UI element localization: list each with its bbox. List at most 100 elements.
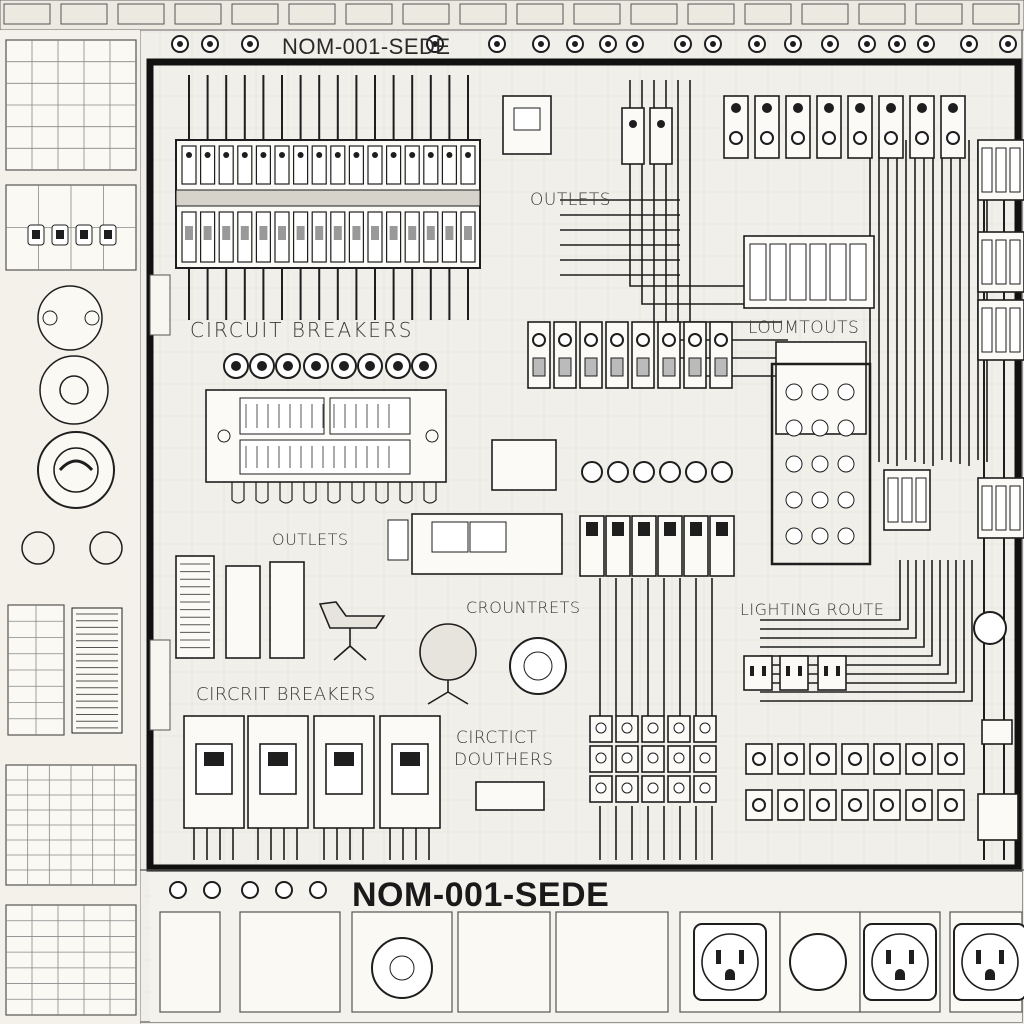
- round-outlet-icon: [39, 355, 109, 425]
- receptacle-icon: [873, 743, 901, 775]
- terminal-block: [553, 321, 577, 389]
- lamp-socket-icon: [785, 527, 803, 545]
- wall-outlet-icon: [693, 923, 767, 1001]
- label-counters: CROUNTRETS: [466, 598, 581, 617]
- floor-outlet-icon: [37, 431, 115, 509]
- outlet-icon: [89, 531, 123, 565]
- left-panel-schedule: [5, 904, 137, 1016]
- small-box: [981, 719, 1013, 745]
- terminal-screw-icon: [169, 881, 187, 899]
- floor-outlet-icon: [509, 637, 567, 695]
- terminal-screw-icon: [241, 881, 259, 899]
- breaker-icon: [367, 145, 383, 185]
- main-breaker-bank: [175, 75, 481, 320]
- legend-cell: [457, 911, 551, 1013]
- legend-cell: [555, 911, 669, 1013]
- vent-panel: [175, 555, 215, 659]
- breaker-icon: [386, 145, 402, 185]
- connector-block: [816, 95, 842, 159]
- chair-icon: [318, 601, 386, 629]
- duplex-outlet-icon: [743, 655, 773, 691]
- breaker-icon: [460, 145, 476, 185]
- lamp-socket-icon: [811, 383, 829, 401]
- terminal-block: [631, 321, 655, 389]
- floor-outlet-icon: [371, 937, 433, 999]
- connector-block: [785, 95, 811, 159]
- lamp-socket-icon: [837, 383, 855, 401]
- round-chair-icon: [419, 623, 477, 681]
- label-lighting-outlets: LOUMTOUTS: [748, 318, 860, 338]
- lamp-socket-icon: [811, 419, 829, 437]
- ground-icon: [973, 611, 1007, 645]
- terminal-screw-icon: [275, 881, 293, 899]
- legend-cell: [159, 911, 221, 1013]
- receptacle-icon: [777, 743, 805, 775]
- wall-outlet-icon: [953, 923, 1024, 1001]
- small-box: [977, 793, 1019, 841]
- label-contact-2: DOUTHERS: [454, 750, 554, 770]
- label-lighting-route: LIGHTING ROUTE: [740, 600, 885, 619]
- duplex-outlet-icon: [779, 655, 809, 691]
- lamp-socket-icon: [837, 491, 855, 509]
- fuse-cap-icon: [659, 461, 681, 483]
- lamp-socket-icon: [785, 491, 803, 509]
- receptacle-icon: [873, 789, 901, 821]
- title-top: NOM-001-SEDE: [282, 34, 451, 59]
- fuse-cap-icon: [685, 461, 707, 483]
- breaker-icon: [218, 145, 234, 185]
- terminal-screw-icon: [309, 881, 327, 899]
- breaker-icon: [348, 145, 364, 185]
- terminal-block: [527, 321, 551, 389]
- breaker-module: [631, 515, 657, 577]
- duplex-outlet-icon: [817, 655, 847, 691]
- left-schedule-table: [5, 39, 137, 171]
- breaker-icon: [404, 145, 420, 185]
- fuse-cap-icon: [711, 461, 733, 483]
- breaker-icon: [200, 145, 216, 185]
- left-switch-panel: [5, 184, 137, 271]
- lamp-socket-icon: [785, 419, 803, 437]
- label-circuit-breakers-top: CIRCUIT BREAKERS: [190, 318, 414, 342]
- breaker-icon: [255, 145, 271, 185]
- breaker-icon: [330, 145, 346, 185]
- left-load-table: [5, 764, 137, 886]
- relay-icon: [649, 107, 673, 165]
- switch-panel: [269, 561, 305, 659]
- breaker-icon: [311, 145, 327, 185]
- terminal-block: [709, 321, 733, 389]
- terminal-screw-icon: [203, 881, 221, 899]
- connector-block: [878, 95, 904, 159]
- outlet-icon: [21, 531, 55, 565]
- breaker-icon: [441, 145, 457, 185]
- receptacle-icon: [37, 285, 103, 351]
- breaker-icon: [293, 145, 309, 185]
- breaker-icon: [274, 145, 290, 185]
- round-outlet-icon: [789, 933, 847, 991]
- main-frame: [146, 58, 1022, 872]
- lamp-socket-icon: [837, 527, 855, 545]
- label-circuit-breakers-bottom: CIRCRIT BREAKERS: [196, 684, 376, 705]
- breaker-icon: [237, 145, 253, 185]
- fuse-cap-icon: [633, 461, 655, 483]
- top-terminal-strip: [0, 0, 1024, 53]
- connector-block: [723, 95, 749, 159]
- left-meter-table: [7, 604, 65, 736]
- terminal-block: [657, 321, 681, 389]
- lamp-socket-icon: [785, 455, 803, 473]
- label-outlets-mid: OUTLETS: [272, 530, 349, 549]
- lighting-cabinet: [770, 362, 872, 566]
- lamp-socket-icon: [837, 455, 855, 473]
- switch-panel: [225, 565, 261, 659]
- left-reference-column: [0, 30, 171, 1024]
- breaker-icon: [423, 145, 439, 185]
- fuse-cap-icon: [607, 461, 629, 483]
- terminal-block: [683, 321, 707, 389]
- label-outlets-upper: OUTLETS: [530, 190, 612, 210]
- lamp-socket-icon: [837, 419, 855, 437]
- lamp-socket-icon: [785, 383, 803, 401]
- label-contact-1: CIRCTICT: [456, 728, 538, 748]
- wall-outlet-icon: [863, 923, 937, 1001]
- lamp-socket-icon: [811, 455, 829, 473]
- title-bottom: NOM-001-SEDE: [352, 876, 610, 914]
